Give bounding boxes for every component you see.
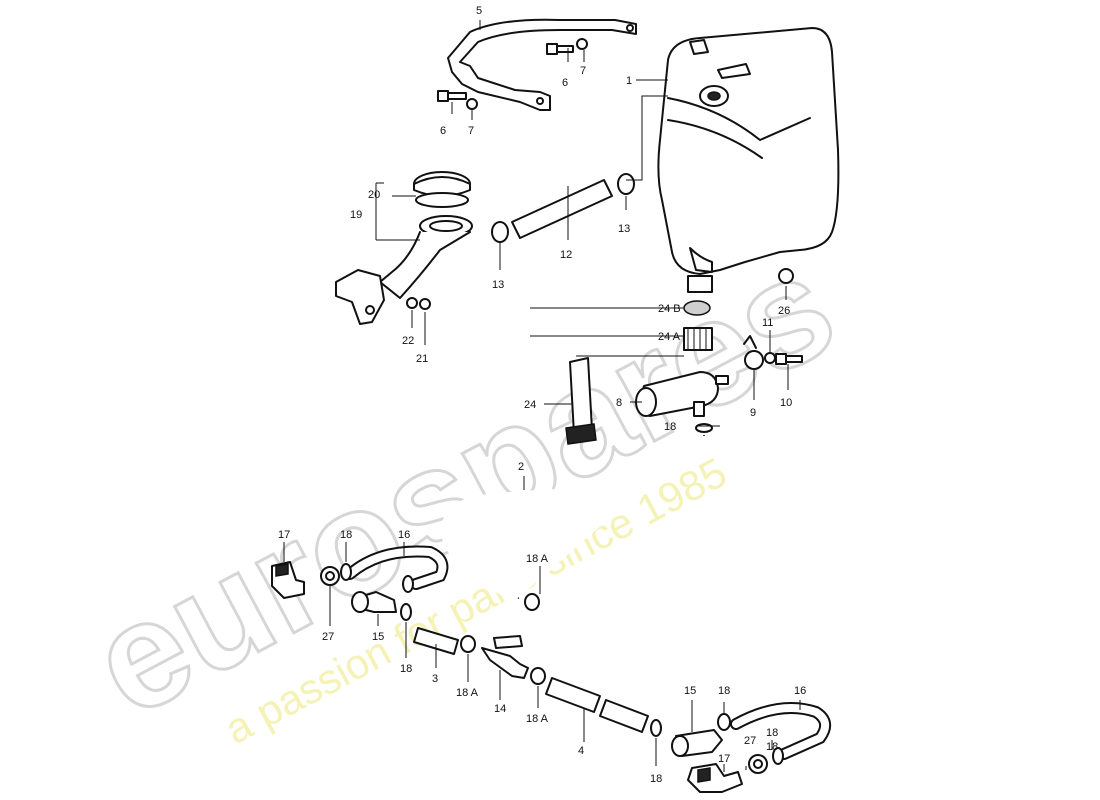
callout-18-bottom: 18 <box>650 773 662 785</box>
callout-18-pump: 18 <box>664 421 676 433</box>
part-12-filler-hose <box>511 179 613 239</box>
part-13-clamp-right <box>617 173 635 195</box>
part-9-clip <box>743 335 764 370</box>
part-18-clip-tee <box>400 603 412 621</box>
callout-15-left: 15 <box>372 631 384 643</box>
leader-lines <box>283 20 801 772</box>
callout-8: 8 <box>616 397 622 409</box>
callout-27-left: 27 <box>322 631 334 643</box>
callout-2: 2 <box>518 461 524 473</box>
part-19-filler-neck <box>335 215 473 325</box>
part-2-hose <box>441 435 708 602</box>
part-17-nozzle-left <box>271 561 305 599</box>
watermark-brand: eurospares <box>66 220 859 748</box>
part-13-clamp-left <box>491 221 509 243</box>
callout-20: 20 <box>368 189 380 201</box>
part-18-clip-left <box>340 563 352 581</box>
part-5-bracket <box>447 18 637 111</box>
part-16-hose-right <box>730 702 832 760</box>
callout-18-right-b: 18 <box>766 727 778 739</box>
callout-11: 11 <box>762 317 773 329</box>
callout-5: 5 <box>476 5 482 17</box>
callout-24: 24 <box>524 399 536 411</box>
part-18a-clip-c <box>530 667 546 685</box>
part-18-clip-hose16 <box>402 575 414 593</box>
part-24a-nut <box>683 327 713 351</box>
part-3-hose <box>413 627 459 655</box>
callout-3: 3 <box>432 673 438 685</box>
part-15-tee-left <box>351 591 397 613</box>
callout-18a-mid: 18 A <box>456 687 479 699</box>
part-15-tee-right <box>671 729 723 757</box>
callout-18-right-a: 18 <box>718 685 730 697</box>
part-18-clip-right-a <box>650 719 662 737</box>
callout-10: 10 <box>780 397 792 409</box>
callout-14: 14 <box>494 703 506 715</box>
callout-6-upper: 6 <box>562 77 568 89</box>
callout-24a: 24 A <box>658 331 681 343</box>
part-4-hose <box>545 677 649 733</box>
callout-17-left: 17 <box>278 529 290 541</box>
part-17-nozzle-right <box>687 763 743 793</box>
callout-6-lower: 6 <box>440 125 446 137</box>
part-6-bolt-upper <box>546 43 574 55</box>
callout-7-upper: 7 <box>580 65 586 77</box>
part-11-washer <box>764 352 776 364</box>
part-21-nut <box>419 298 431 310</box>
callout-18-left: 18 <box>340 529 352 541</box>
part-18a-clip-b <box>460 635 476 653</box>
part-24-pump-sleeve <box>565 357 597 445</box>
callout-18a-bottom: 18 A <box>526 713 549 725</box>
part-18-clip-right-c <box>772 747 784 765</box>
part-27-grommet-right <box>748 754 768 774</box>
callout-15-right: 15 <box>684 685 696 697</box>
callout-17-right: 17 <box>718 753 730 765</box>
part-1-reservoir <box>657 27 840 293</box>
callout-19: 19 <box>350 209 362 221</box>
part-27-grommet-left <box>320 566 340 586</box>
callout-12: 12 <box>560 249 572 261</box>
part-22-washer <box>406 297 418 309</box>
part-18a-clip-a <box>524 593 540 611</box>
watermark: eurospares a passion for parts since 198… <box>65 219 861 753</box>
callout-4: 4 <box>578 745 584 757</box>
callout-9: 9 <box>750 407 756 419</box>
callout-24b: 24 B <box>658 303 681 315</box>
part-18-clip-pump <box>695 423 713 433</box>
callout-7-lower: 7 <box>468 125 474 137</box>
part-20-filler-cap <box>413 171 471 208</box>
part-24b-filter-screen <box>683 300 711 316</box>
callout-21: 21 <box>416 353 428 365</box>
part-18-clip-right-b <box>717 713 731 731</box>
callout-26: 26 <box>778 305 790 317</box>
callout-18-right-c: 18 <box>766 741 778 753</box>
callout-13-left: 13 <box>492 279 504 291</box>
callout-1: 1 <box>626 75 632 87</box>
part-10-bolt <box>775 353 803 365</box>
callout-27-right: 27 <box>744 735 756 747</box>
part-6-bolt-lower <box>437 90 467 102</box>
callout-22: 22 <box>402 335 414 347</box>
part-14-tee <box>481 635 529 679</box>
part-7-washer-upper <box>576 38 588 50</box>
part-8-pump <box>635 371 729 417</box>
callout-18-tee: 18 <box>400 663 412 675</box>
callout-16-right: 16 <box>794 685 806 697</box>
part-26-nut <box>778 268 794 284</box>
part-7-washer-lower <box>466 98 478 110</box>
callouts: 5 6 7 6 7 1 20 19 12 13 13 22 21 24 B 24… <box>278 5 806 785</box>
callout-16-left: 16 <box>398 529 410 541</box>
callout-13-right: 13 <box>618 223 630 235</box>
callout-18a-top: 18 A <box>526 553 549 565</box>
part-16-hose-left <box>344 545 449 590</box>
